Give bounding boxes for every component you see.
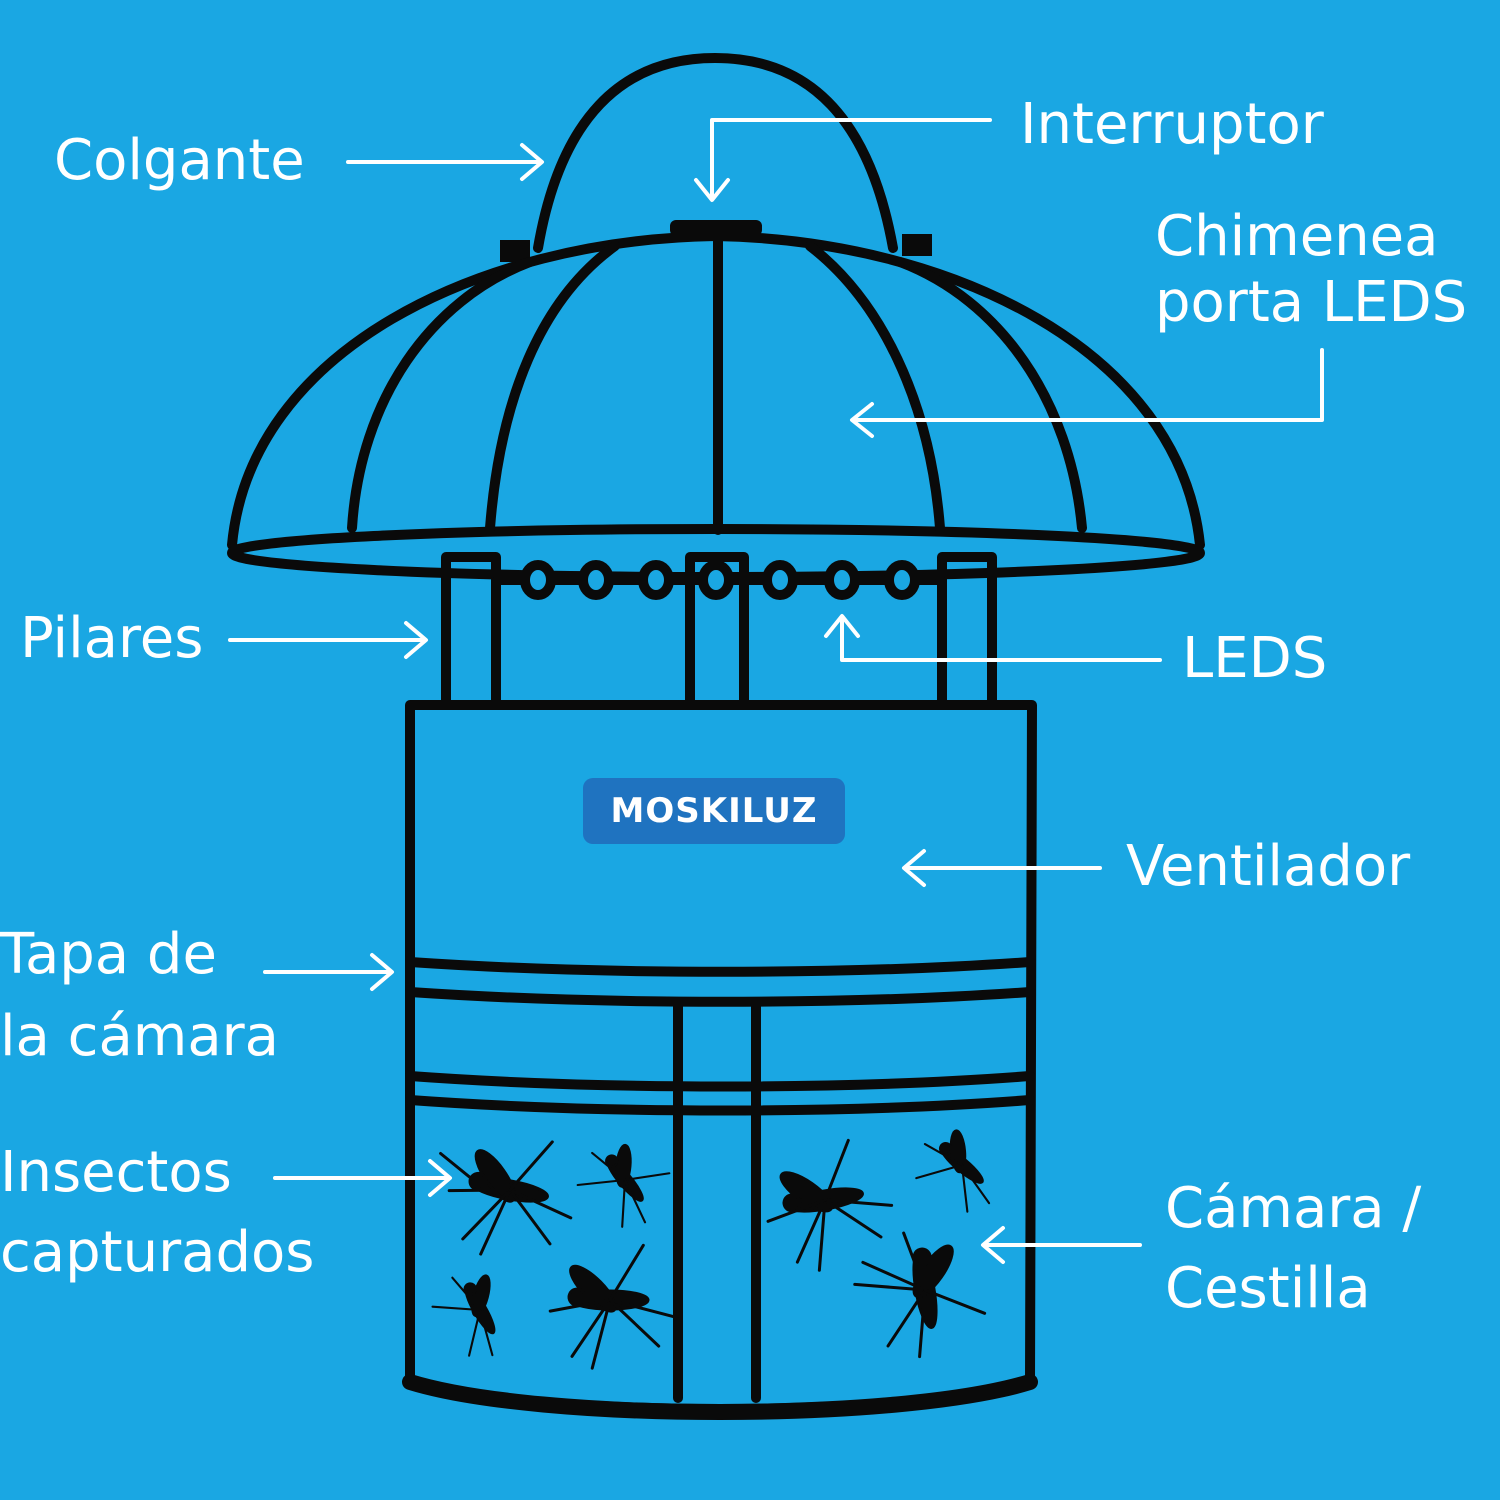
arrow-ventilador	[902, 849, 1102, 887]
brand-badge: MOSKILUZ	[583, 778, 845, 844]
arrow-insectos	[273, 1159, 452, 1197]
label-ventilador: Ventilador	[1126, 834, 1411, 899]
arrow-camara	[981, 1226, 1142, 1264]
led	[638, 560, 674, 600]
label-leds: LEDS	[1182, 626, 1328, 691]
dome-rib	[347, 257, 535, 533]
hanger-bracket-left	[500, 240, 530, 262]
arrow-colgante	[346, 143, 544, 181]
led	[884, 560, 920, 600]
led	[578, 560, 614, 600]
base-rim	[402, 1374, 1038, 1420]
led	[698, 560, 734, 600]
label-chimenea-line2: porta LEDS	[1155, 270, 1468, 335]
dome-rib	[805, 241, 945, 533]
dome-rib	[895, 257, 1087, 533]
insect	[576, 1143, 671, 1228]
label-tapa-line2: la cámara	[0, 1004, 279, 1069]
label-interruptor: Interruptor	[1020, 92, 1324, 157]
lid-band	[405, 987, 1035, 1007]
insect	[548, 1243, 677, 1370]
label-camara-line2: Cestilla	[1165, 1256, 1371, 1321]
arrow-chimenea	[850, 348, 1324, 438]
insect	[431, 1274, 496, 1357]
arrow-tapa	[263, 953, 394, 991]
insect	[439, 1140, 573, 1256]
pillar-right	[937, 552, 997, 710]
led	[762, 560, 798, 600]
label-insectos-line2: capturados	[0, 1220, 315, 1285]
insect	[853, 1231, 987, 1359]
arrow-leds	[824, 614, 1162, 662]
label-chimenea-line1: Chimenea	[1155, 204, 1439, 269]
label-tapa-line1: Tapa de	[0, 922, 217, 987]
led	[520, 560, 556, 600]
arrow-interruptor	[694, 118, 992, 202]
hanger	[533, 53, 898, 253]
insect	[915, 1129, 991, 1213]
captured-insects	[431, 1129, 991, 1370]
arrow-pilares	[228, 621, 428, 659]
dome-rib	[485, 241, 620, 533]
lid-band	[405, 957, 1035, 977]
label-colgante: Colgante	[54, 128, 305, 193]
label-pilares: Pilares	[20, 606, 204, 671]
chamber-band	[405, 1071, 1035, 1092]
hanger-bracket-right	[902, 234, 932, 256]
chamber-band	[405, 1095, 1035, 1116]
led	[824, 560, 860, 600]
label-camara-line1: Cámara /	[1165, 1176, 1422, 1241]
insect	[766, 1138, 894, 1272]
label-insectos-line1: Insectos	[0, 1140, 232, 1205]
